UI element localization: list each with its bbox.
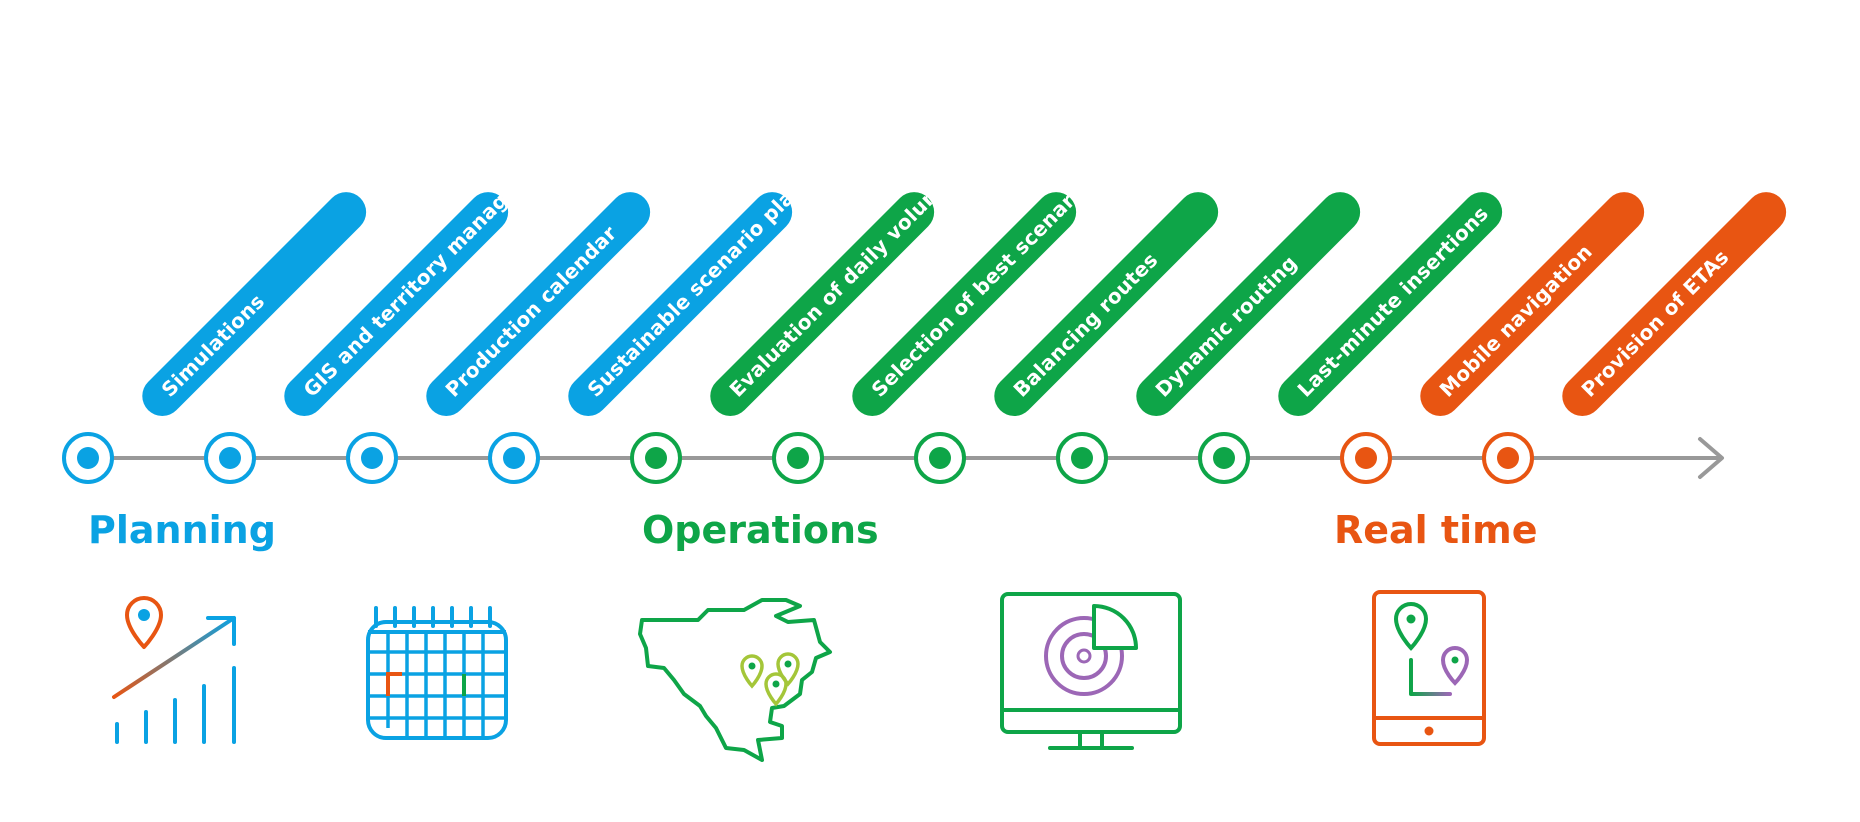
timeline-node — [1198, 432, 1250, 484]
timeline-node-dot — [645, 447, 667, 469]
timeline-node-dot — [219, 447, 241, 469]
timeline-node — [772, 432, 824, 484]
phase-title-realtime: Real time — [1334, 508, 1538, 552]
timeline-node — [630, 432, 682, 484]
timeline-node-dot — [1497, 447, 1519, 469]
timeline-node — [346, 432, 398, 484]
calendar-icon — [362, 604, 512, 744]
timeline-node — [914, 432, 966, 484]
growth-chart-pin-icon — [100, 590, 250, 760]
tablet-navigation-icon — [1370, 588, 1490, 748]
monitor-pie-chart-icon — [998, 590, 1184, 752]
timeline-node-dot — [361, 447, 383, 469]
timeline-node-dot — [1071, 447, 1093, 469]
phase-title-operations: Operations — [642, 508, 879, 552]
timeline-node-dot — [929, 447, 951, 469]
phase-title-planning: Planning — [88, 508, 276, 552]
arrow-head-icon — [1698, 437, 1724, 479]
timeline-node — [1482, 432, 1534, 484]
timeline-node-dot — [1213, 447, 1235, 469]
timeline-node — [1056, 432, 1108, 484]
timeline-node — [62, 432, 114, 484]
timeline-node-dot — [1355, 447, 1377, 469]
timeline-node — [1340, 432, 1392, 484]
timeline-node-dot — [787, 447, 809, 469]
timeline-node-dot — [77, 447, 99, 469]
timeline-node-dot — [503, 447, 525, 469]
timeline-node — [204, 432, 256, 484]
territory-map-icon — [636, 598, 876, 768]
timeline-node — [488, 432, 540, 484]
